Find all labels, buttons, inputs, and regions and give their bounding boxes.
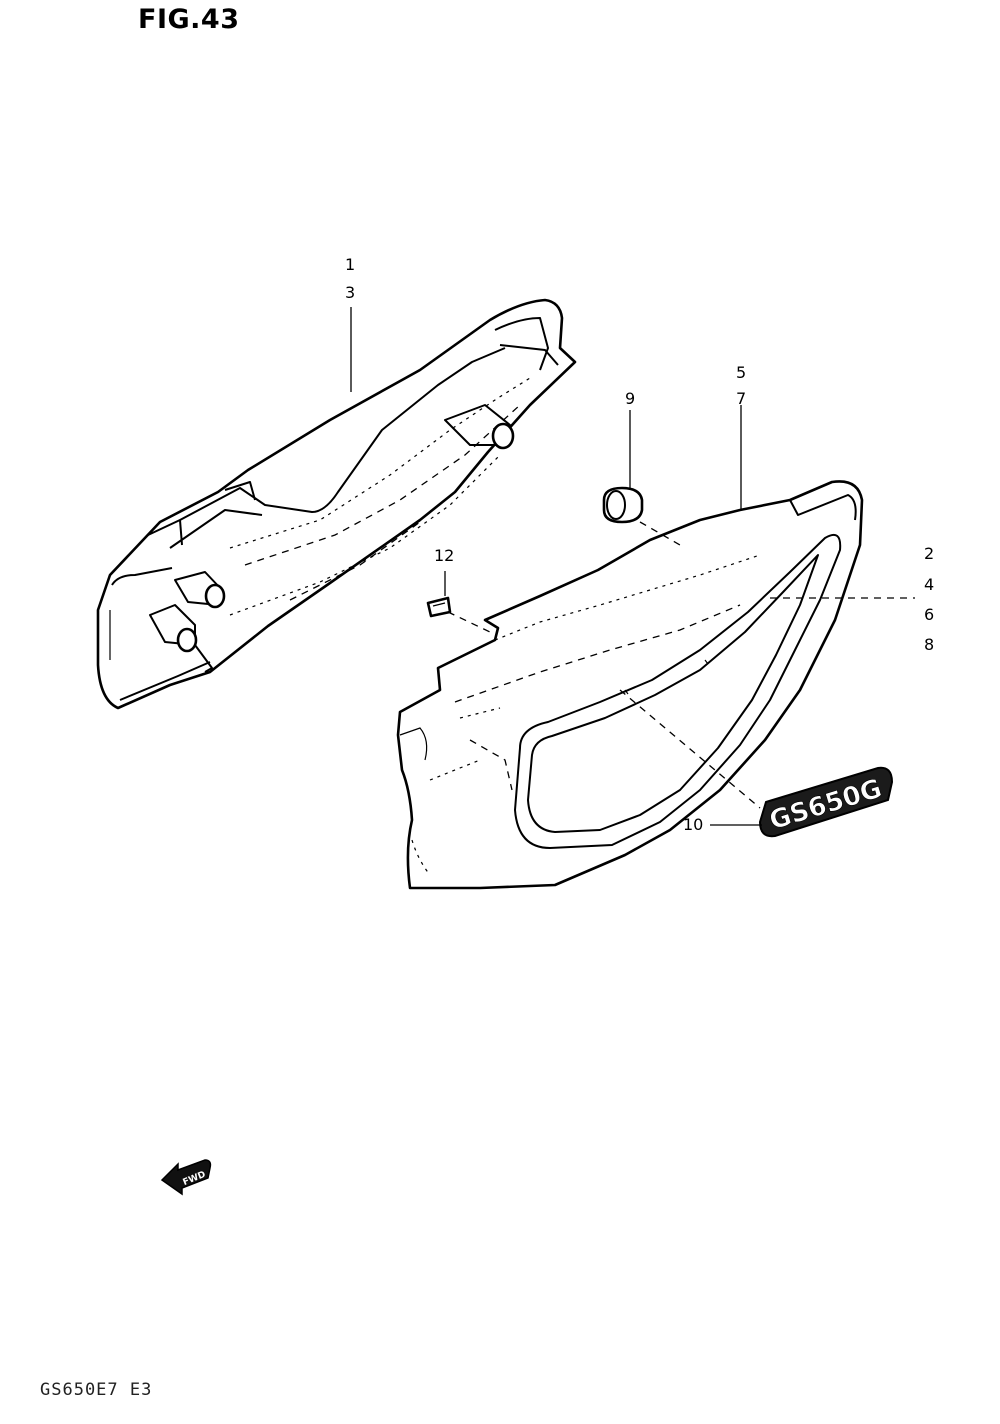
callout-7: 7 — [736, 389, 747, 408]
callout-1: 1 — [345, 255, 356, 274]
clip-part-12 — [426, 596, 452, 618]
footer-code: GS650E7 E3 — [40, 1380, 153, 1400]
callout-9: 9 — [625, 389, 636, 408]
callout-4: 4 — [924, 575, 935, 594]
cap-part-9 — [602, 486, 644, 524]
callout-10: 10 — [683, 815, 704, 834]
frame-cover-right — [396, 480, 864, 890]
frame-cover-left — [96, 298, 577, 710]
callout-3: 3 — [345, 283, 356, 302]
emblem-part-10: GS650G — [758, 766, 894, 838]
figure-title: FIG.43 — [138, 4, 240, 35]
leader-lines — [350, 307, 915, 826]
callout-5: 5 — [736, 363, 747, 382]
callout-2: 2 — [924, 544, 935, 563]
callout-8: 8 — [924, 635, 935, 654]
callout-6: 6 — [924, 605, 935, 624]
fwd-arrow-icon: FWD — [160, 1159, 212, 1196]
callout-12: 12 — [434, 546, 455, 565]
